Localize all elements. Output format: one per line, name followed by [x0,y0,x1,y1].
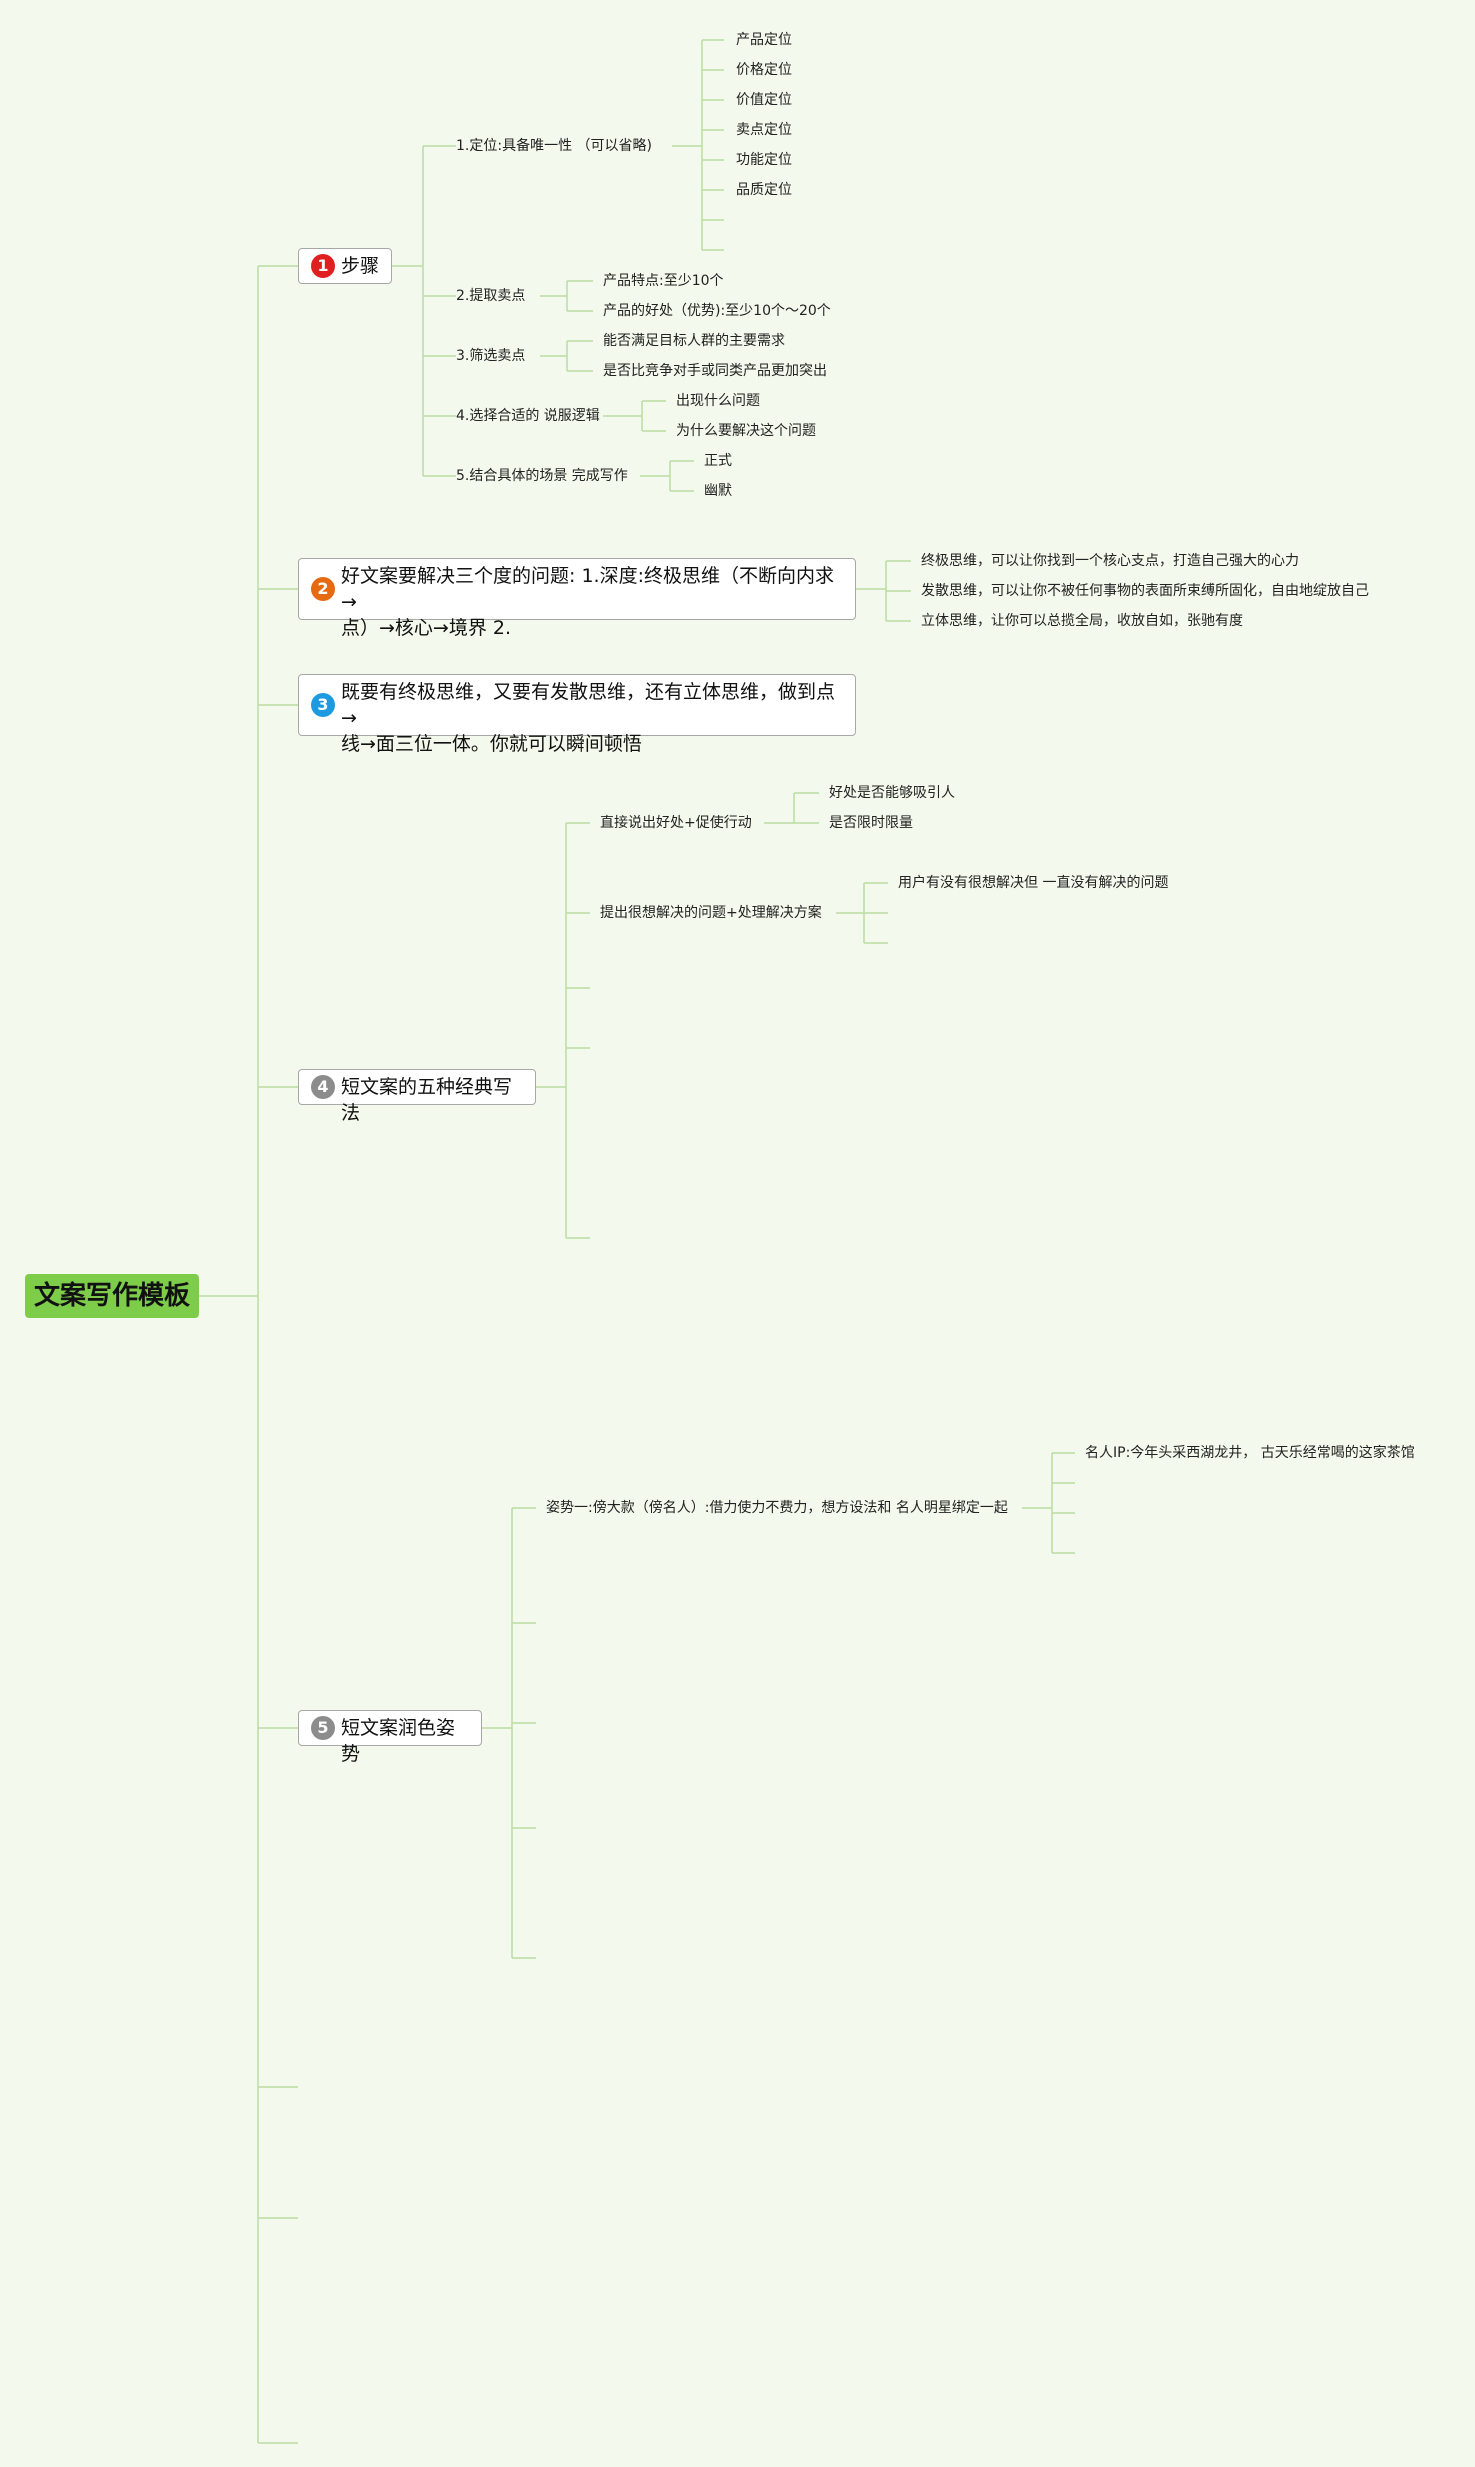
leaf[interactable]: 品质定位 [736,182,792,198]
topic-steps[interactable]: 1 步骤 [298,248,392,284]
badge-4: 4 [311,1075,335,1099]
topic-label: 短文案润色姿势 [341,1717,456,1765]
leaf[interactable]: 正式 [704,453,732,469]
leaf[interactable]: 价格定位 [736,62,792,78]
leaf[interactable]: 是否限时限量 [829,815,913,831]
badge-1: 1 [311,254,335,278]
leaf[interactable]: 名人IP:今年头采西湖龙井， 古天乐经常喝的这家茶馆 [1085,1445,1415,1461]
badge-3: 3 [311,693,335,717]
leaf[interactable]: 是否比竞争对手或同类产品更加突出 [603,363,827,379]
leaf[interactable]: 发散思维，可以让你不被任何事物的表面所束缚所固化，自由地绽放自己 [921,583,1369,599]
leaf[interactable]: 产品定位 [736,32,792,48]
subtopic-pose-one[interactable]: 姿势一:傍大款（傍名人）:借力使力不费力，想方设法和 名人明星绑定一起 [546,1500,1008,1516]
leaf[interactable]: 价值定位 [736,92,792,108]
subtopic-persuasion-logic[interactable]: 4.选择合适的 说服逻辑 [456,408,600,424]
leaf[interactable]: 好处是否能够吸引人 [829,785,955,801]
topic-label-line2: 点）→核心→境界 2. [341,617,512,639]
topic-label-line1: 既要有终极思维，又要有发散思维，还有立体思维，做到点→ [341,681,836,729]
topic-label: 步骤 [341,255,380,277]
topic-five-writing-methods[interactable]: 4 短文案的五种经典写法 [298,1069,536,1124]
leaf[interactable]: 立体思维，让你可以总揽全局，收放自如，张驰有度 [921,613,1243,629]
leaf[interactable]: 为什么要解决这个问题 [676,423,816,439]
leaf[interactable]: 用户有没有很想解决但 一直没有解决的问题 [898,875,1169,891]
subtopic-scene-writing[interactable]: 5.结合具体的场景 完成写作 [456,468,628,484]
subtopic-problem-solution[interactable]: 提出很想解决的问题+处理解决方案 [600,905,822,921]
topic-label-line2: 线→面三位一体。你就可以瞬间顿悟 [341,733,642,755]
badge-5: 5 [311,1716,335,1740]
leaf[interactable]: 出现什么问题 [676,393,760,409]
leaf[interactable]: 产品特点:至少10个 [603,273,724,289]
subtopic-positioning[interactable]: 1.定位:具备唯一性 （可以省略) [456,138,652,154]
root-topic[interactable]: 文案写作模板 [25,1274,199,1318]
leaf[interactable]: 能否满足目标人群的主要需求 [603,333,785,349]
subtopic-direct-benefit[interactable]: 直接说出好处+促使行动 [600,815,752,831]
subtopic-extract-selling-points[interactable]: 2.提取卖点 [456,288,526,304]
topic-three-degrees[interactable]: 2 好文案要解决三个度的问题: 1.深度:终极思维（不断向内求→ 点）→核心→境… [298,558,856,639]
leaf[interactable]: 卖点定位 [736,122,792,138]
leaf[interactable]: 功能定位 [736,152,792,168]
leaf[interactable]: 产品的好处（优势):至少10个～20个 [603,303,831,319]
topic-three-thinking[interactable]: 3 既要有终极思维，又要有发散思维，还有立体思维，做到点→ 线→面三位一体。你就… [298,674,856,755]
topic-label-line1: 好文案要解决三个度的问题: 1.深度:终极思维（不断向内求→ [341,565,834,613]
badge-2: 2 [311,577,335,601]
leaf[interactable]: 幽默 [704,483,732,499]
topic-polish-poses[interactable]: 5 短文案润色姿势 [298,1710,482,1765]
subtopic-filter-selling-points[interactable]: 3.筛选卖点 [456,348,526,364]
leaf[interactable]: 终极思维，可以让你找到一个核心支点，打造自己强大的心力 [921,553,1299,569]
topic-label: 短文案的五种经典写法 [341,1076,513,1124]
